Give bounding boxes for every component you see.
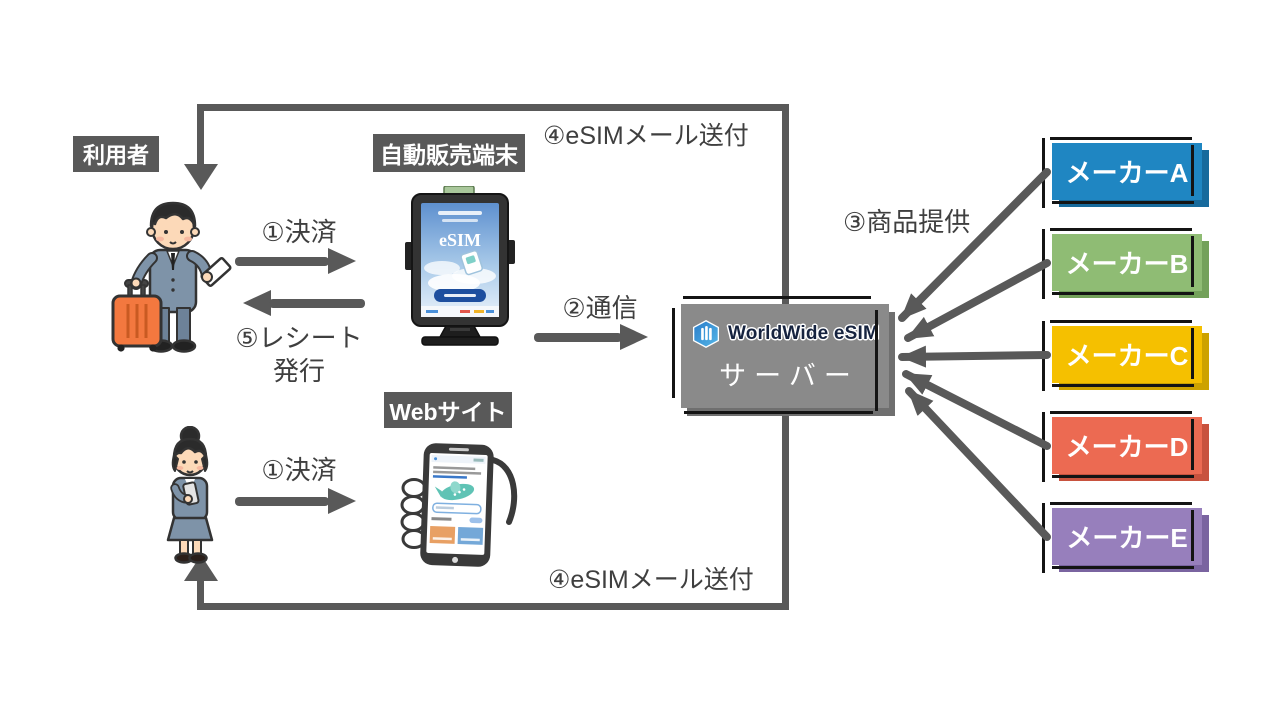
maker-a-ink-right: [1191, 145, 1194, 196]
supply-arrows: [898, 168, 1051, 541]
payment-bottom-arrow-shaft: [235, 497, 329, 506]
server-box: WorldWide eSIM サーバー: [672, 296, 895, 416]
server-name-text: サーバー: [719, 361, 859, 391]
user-label: 利用者: [73, 136, 159, 172]
flow-mail-top-text: ④eSIMメール送付: [543, 122, 749, 150]
vending-terminal-label: 自動販売端末: [373, 134, 525, 172]
traveler-man-illustration: [111, 201, 232, 353]
payment-bottom-arrowhead-icon: [328, 488, 356, 514]
flow-payment-top-text: ①決済: [261, 217, 337, 247]
supply-arrow-a: [898, 168, 1051, 322]
maker-a-ink-bottom: [1052, 201, 1194, 204]
website-label-text: Webサイト: [389, 399, 507, 425]
maker-b-ink-top: [1050, 228, 1192, 231]
communication-arrow-shaft: [534, 333, 622, 342]
top-route-left-vertical: [197, 104, 204, 166]
maker-d-ink-top: [1050, 411, 1192, 414]
server-ink-left: [672, 308, 675, 398]
maker-box-b-label: メーカーB: [1052, 234, 1202, 291]
kiosk-screen-title: eSIM: [439, 230, 481, 250]
supply-arrow-c: [898, 345, 1051, 368]
maker-b-ink-bottom: [1052, 292, 1194, 295]
maker-d-ink-bottom: [1052, 475, 1194, 478]
maker-box-c: メーカーC: [1042, 320, 1209, 391]
user-label-text: 利用者: [82, 143, 149, 168]
flow-payment-bottom-text: ①決済: [261, 455, 337, 485]
worldwide-esim-logo-icon: [692, 320, 719, 348]
supply-arrow-d: [902, 370, 1051, 450]
maker-box-a: メーカーA: [1042, 137, 1209, 208]
flow-mail-bottom-text: ④eSIMメール送付: [548, 566, 754, 594]
top-route-horizontal-line: [197, 104, 789, 111]
communication-arrowhead-icon: [620, 324, 648, 350]
vending-terminal-label-text: 自動販売端末: [380, 142, 518, 168]
maker-box-d-label: メーカーD: [1052, 417, 1202, 474]
maker-e-ink-right: [1191, 510, 1194, 561]
flow-communication-text: ②通信: [562, 293, 638, 323]
receipt-arrowhead-icon: [243, 290, 271, 316]
server-box-face: WorldWide eSIM サーバー: [681, 304, 889, 408]
maker-d-ink-right: [1191, 419, 1194, 470]
web-user-woman-illustration: [166, 426, 214, 564]
flow-supply-text: ③商品提供: [843, 207, 971, 237]
bottom-route-left-vertical: [197, 580, 204, 610]
bottom-route-horizontal-line: [197, 603, 789, 610]
server-ink-right: [875, 310, 878, 411]
maker-box-e: メーカーE: [1042, 502, 1209, 573]
vending-kiosk-illustration: eSIM: [405, 186, 515, 346]
maker-e-ink-top: [1050, 502, 1192, 505]
maker-c-ink-right: [1191, 328, 1194, 379]
maker-box-d: メーカーD: [1042, 411, 1209, 482]
website-label: Webサイト: [384, 392, 512, 428]
maker-box-c-label: メーカーC: [1052, 326, 1202, 383]
maker-e-ink-bottom: [1052, 566, 1194, 569]
server-ink-bottom: [684, 411, 873, 414]
server-logo: WorldWide eSIM: [691, 319, 879, 349]
maker-box-b: メーカーB: [1042, 228, 1209, 299]
supply-arrow-e: [905, 387, 1051, 541]
flow-receipt-line1-text: ⑤レシート: [235, 323, 363, 353]
maker-box-e-label: メーカーE: [1052, 508, 1202, 565]
maker-box-a-label: メーカーA: [1052, 143, 1202, 200]
smartphone-in-hand-illustration: [400, 443, 518, 567]
maker-c-ink-top: [1050, 320, 1192, 323]
receipt-arrow-shaft: [269, 299, 365, 308]
maker-c-ink-bottom: [1052, 384, 1194, 387]
server-logo-text: WorldWide eSIM: [727, 323, 880, 344]
payment-top-arrow-shaft: [235, 257, 329, 266]
top-route-arrowhead-down-icon: [184, 164, 218, 190]
server-ink-top: [683, 296, 871, 299]
maker-b-ink-right: [1191, 236, 1194, 287]
payment-top-arrowhead-icon: [328, 248, 356, 274]
supply-arrow-b: [904, 259, 1051, 342]
flow-receipt-line2-text: 発行: [272, 356, 325, 386]
maker-a-ink-top: [1050, 137, 1192, 140]
